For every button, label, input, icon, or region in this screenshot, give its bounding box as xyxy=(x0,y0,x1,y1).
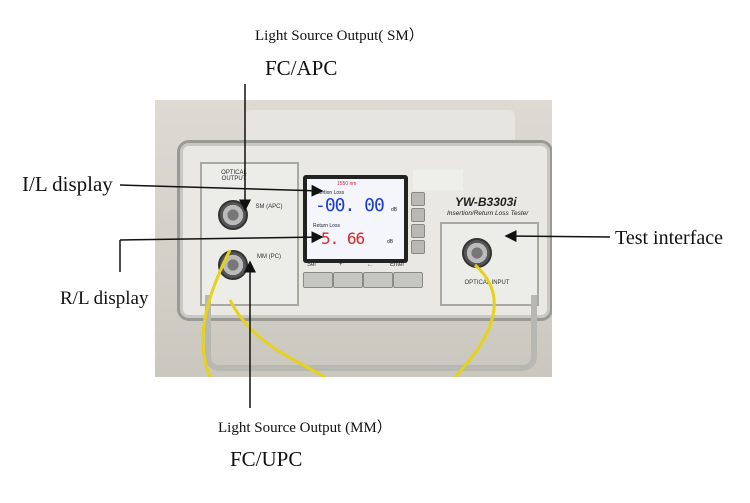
il-unit: dB xyxy=(391,207,398,213)
il-leader xyxy=(119,184,324,197)
rl-value: 5. 66 xyxy=(321,229,365,248)
fiber-cables xyxy=(201,249,496,377)
carry-handle xyxy=(205,295,537,371)
side-button-1[interactable] xyxy=(411,192,425,206)
lcd-screen: 1550 nm Insertion Loss -00. 00 dB Return… xyxy=(307,179,404,259)
device-model: YW-B3303i xyxy=(455,195,517,209)
rl-label: Return Loss xyxy=(313,223,340,229)
optical-output-label: OPTICAL OUTPUT xyxy=(221,170,247,182)
rl-unit: dB xyxy=(387,239,394,245)
redacted-area xyxy=(413,170,463,190)
mm-fiber xyxy=(228,299,326,377)
sm-port-label: SM (APC) xyxy=(255,204,283,210)
wavelength-readout: 1550 nm xyxy=(337,181,357,187)
mm-port-label: MM (PC) xyxy=(257,254,281,260)
key-label-enter: Enter xyxy=(390,262,405,268)
plus-key[interactable] xyxy=(333,272,363,288)
arrow-key[interactable] xyxy=(363,272,393,288)
il-value: -00. 00 xyxy=(315,195,385,216)
sel-key[interactable] xyxy=(303,272,333,288)
mm-output-caption: Light Source Output (MM） xyxy=(218,420,392,436)
device-subtitle: Insertion/Return Loss Tester xyxy=(447,210,529,217)
side-button-4[interactable] xyxy=(411,240,425,254)
key-label-arrow: ← xyxy=(367,262,373,268)
test-fiber xyxy=(453,263,496,377)
side-button-2[interactable] xyxy=(411,208,425,222)
ti-leader xyxy=(504,230,611,243)
mm-connector-caption: FC/UPC xyxy=(230,447,303,471)
key-label-plus: + xyxy=(339,262,343,268)
il-label: Insertion Loss xyxy=(313,190,345,196)
key-label-sel: Sel xyxy=(307,262,316,268)
rl-leader-h xyxy=(119,231,324,244)
sm-fiber xyxy=(201,249,232,377)
sm-connector-caption: FC/APC xyxy=(265,56,338,80)
sm-output-caption: Light Source Output( SM） xyxy=(255,28,424,44)
il-display-caption: I/L display xyxy=(22,172,113,196)
enter-key[interactable] xyxy=(393,272,423,288)
device-photo: OPTICAL OUTPUT SM (APC) MM (PC) 1550 nm … xyxy=(155,100,552,377)
rl-display-caption: R/L display xyxy=(60,288,149,309)
test-interface-caption: Test interface xyxy=(615,227,723,249)
side-button-3[interactable] xyxy=(411,224,425,238)
optical-input-label: OPTICAL INPUT xyxy=(464,280,510,286)
